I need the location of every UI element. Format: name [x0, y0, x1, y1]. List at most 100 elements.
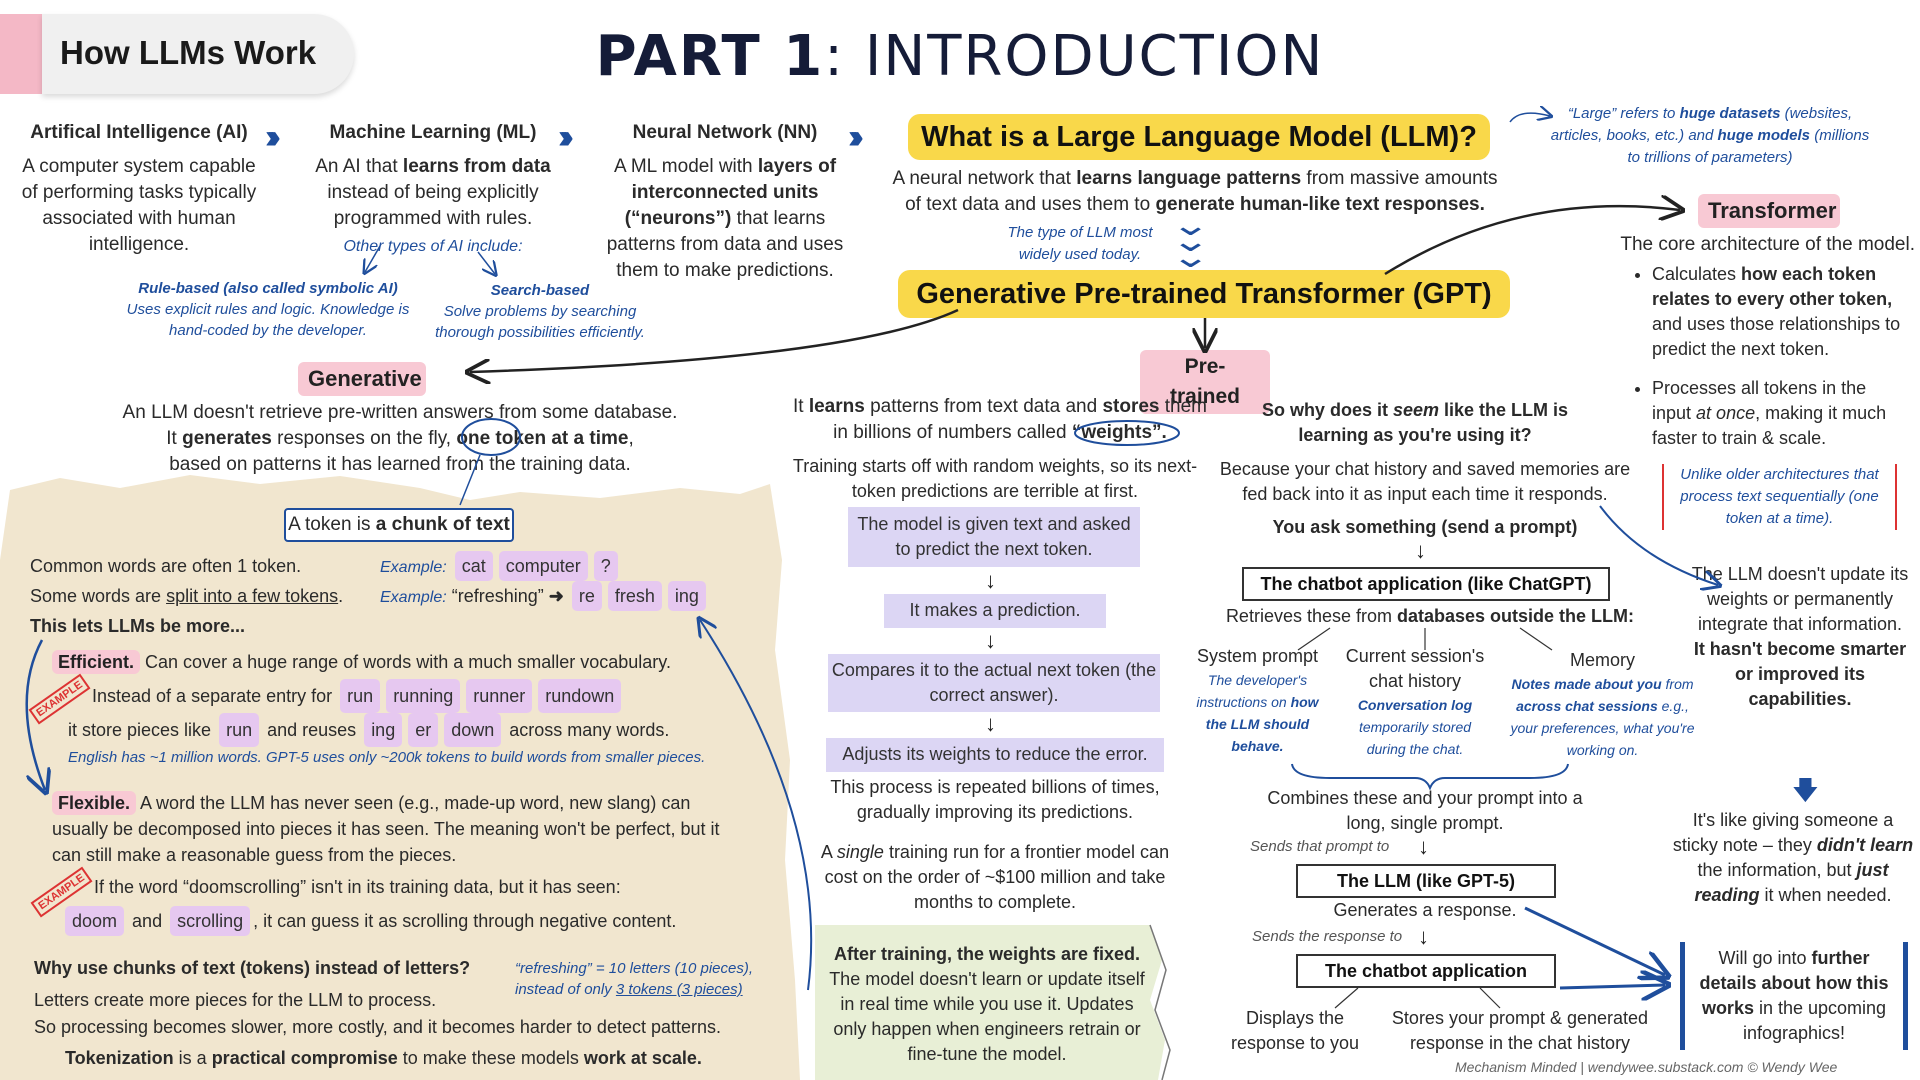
chip-down: down — [444, 713, 502, 747]
brace-icon — [1291, 763, 1569, 790]
b1-2: and uses those relationships to predict … — [1652, 314, 1901, 359]
combine-text: Combines these and your prompt into a lo… — [1267, 788, 1583, 833]
cost-2: training run for a frontier model can co… — [824, 842, 1170, 912]
doom-and: and — [132, 911, 163, 931]
transformer-bullets: Calculates how each token relates to eve… — [1630, 262, 1910, 465]
ml-desc-2: instead of being explicitly programmed w… — [327, 182, 539, 229]
retrieves-1: Retrieves these from — [1225, 606, 1397, 626]
store-3: across many words. — [509, 720, 670, 740]
ml-desc-1: An AI that — [315, 156, 403, 177]
token-box-b: a chunk of text — [375, 514, 510, 535]
search-title: Search-based — [490, 282, 590, 299]
cur-title: Current session's chat history — [1345, 646, 1485, 691]
chip-run: run — [340, 679, 381, 713]
no-update-text: The LLM doesn't update its weights or pe… — [1690, 562, 1910, 712]
nn-title: Neural Network (NN) — [632, 122, 818, 143]
ai-title: Artifical Intelligence (AI) — [30, 122, 248, 143]
llm-desc-2: from massive amounts of text data and us… — [905, 168, 1498, 215]
fixed-desc: The model doesn't learn or update itself… — [829, 969, 1145, 1064]
arrow-right-icon: ➜ — [548, 586, 564, 606]
store-2: and reuses — [267, 720, 357, 740]
cur-b: Conversation log — [1357, 697, 1473, 713]
q-2: like the LLM is learning as you're using… — [1298, 400, 1569, 445]
repeat-text: This process is repeated billions of tim… — [830, 777, 1160, 822]
chip-er: er — [408, 713, 439, 747]
sticky-b1: didn't learn — [1816, 835, 1914, 855]
transformer-note: Unlike older architectures that process … — [1662, 464, 1897, 530]
b2-2: , making it much faster to train & scale… — [1652, 403, 1887, 448]
generative-label: Generative — [298, 362, 426, 396]
arrow-down-icon: ↓ — [1418, 924, 1429, 949]
display-text: Displays the response to you — [1230, 1008, 1360, 1053]
compromise-text: Tokenization is a practical compromise t… — [65, 1046, 785, 1071]
chip-question: ? — [593, 551, 618, 581]
flexible-section: Flexible. A word the LLM has never seen … — [52, 790, 732, 868]
ml-title: Machine Learning (ML) — [329, 122, 537, 143]
weights-fixed: After training, the weights are fixed. T… — [822, 942, 1152, 1067]
ml-desc-bold: learns from data — [402, 156, 551, 177]
large-b2: huge models — [1717, 127, 1811, 144]
pt-l2-1: in billions of numbers called — [833, 422, 1072, 443]
generative-desc: An LLM doesn't retrieve pre-written answ… — [40, 400, 760, 478]
example-label: Example: — [380, 589, 447, 606]
q-i: seem — [1392, 400, 1440, 420]
instead-text: Instead of a separate entry for — [92, 686, 333, 706]
arrow-down-icon: ↓ — [985, 711, 996, 736]
training-step-3: Compares it to the actual next token (th… — [828, 654, 1160, 712]
arrow-down-icon: 🡇 — [1792, 775, 1819, 805]
sticky-1: It's like giving someone a sticky note –… — [1672, 810, 1894, 855]
further-details: Will go into further details about how t… — [1680, 942, 1908, 1050]
sticky-note-text: It's like giving someone a sticky note –… — [1668, 808, 1918, 908]
b2-1: Processes all tokens in the input — [1652, 378, 1867, 423]
header-accent — [0, 14, 42, 94]
gpt-title: Generative Pre-trained Transformer (GPT) — [898, 270, 1510, 318]
chip-running: running — [386, 679, 461, 713]
further-b1: further details about how this works — [1699, 948, 1889, 1018]
current-session: Current session's chat history Conversat… — [1340, 644, 1490, 760]
mem-b2: across chat sessions — [1516, 698, 1658, 714]
token-box: A token is a chunk of text — [284, 508, 514, 542]
retrieves-b: databases outside the LLM: — [1397, 606, 1635, 626]
chip-scrolling: scrolling — [170, 906, 251, 936]
generates-text: Generates a response. — [1333, 900, 1517, 920]
gen-l2-3: , — [628, 428, 634, 449]
flexible-label: Flexible. — [52, 791, 137, 815]
further-2: in the upcoming infographics! — [1742, 998, 1887, 1043]
search-based: Search-based Solve problems by searching… — [425, 280, 655, 343]
pt-l1-2: patterns from text data and — [864, 396, 1103, 417]
chip-doom: doom — [65, 906, 125, 936]
b2-i: at once — [1696, 403, 1756, 423]
token-examples: Common words are often 1 token.Example: … — [30, 551, 750, 641]
arrow-down-icon: ↓ — [1415, 538, 1426, 563]
q-1: So why does it — [1261, 400, 1393, 420]
transformer-desc: The core architecture of the model. — [1620, 234, 1915, 255]
fixed-title: After training, the weights are fixed. — [833, 944, 1141, 964]
sys-title: System prompt — [1196, 646, 1319, 666]
ai-desc: A computer system capable of performing … — [21, 156, 257, 255]
chip-fresh: fresh — [607, 581, 662, 611]
sys-b: how the LLM should behave. — [1205, 694, 1319, 754]
large-1: “Large” refers to — [1567, 105, 1680, 122]
llm-desc-b1: learns language patterns — [1076, 168, 1302, 189]
why-note-1: “refreshing” = 10 letters (10 pieces), — [515, 960, 754, 977]
chip-ing-2: ing — [364, 713, 403, 747]
page-title: PART 1: INTRODUCTION — [560, 24, 1360, 89]
pt-l1-b1: learns — [808, 396, 865, 417]
because-text: Because your chat history and saved memo… — [1219, 459, 1631, 504]
mem-1: from — [1661, 676, 1694, 692]
why-seem-question: So why does it seem like the LLM is lear… — [1255, 398, 1575, 448]
chevron-right-icon: ››› — [848, 118, 864, 156]
pt-l1-1: It — [792, 396, 809, 417]
pt-l1-3: them — [1159, 396, 1208, 417]
gen-l2-b2: one token at a time — [456, 428, 629, 449]
large-2: (websites, articles, books, etc.) and — [1550, 105, 1853, 144]
nn-desc-2: that learns patterns from data and uses … — [606, 208, 844, 281]
transformer-bullet-2: Processes all tokens in the input at onc… — [1652, 376, 1910, 451]
rule-desc: Uses explicit rules and logic. Knowledge… — [126, 301, 410, 339]
comp-2: to make these models — [397, 1048, 584, 1068]
slower-text: So processing becomes slower, more costl… — [34, 1017, 722, 1037]
transformer-label: Transformer — [1698, 194, 1840, 228]
doom-end: , it can guess it as scrolling through n… — [253, 911, 677, 931]
refreshing-word: “refreshing” — [451, 586, 544, 606]
training-step-2: It makes a prediction. — [884, 594, 1106, 628]
